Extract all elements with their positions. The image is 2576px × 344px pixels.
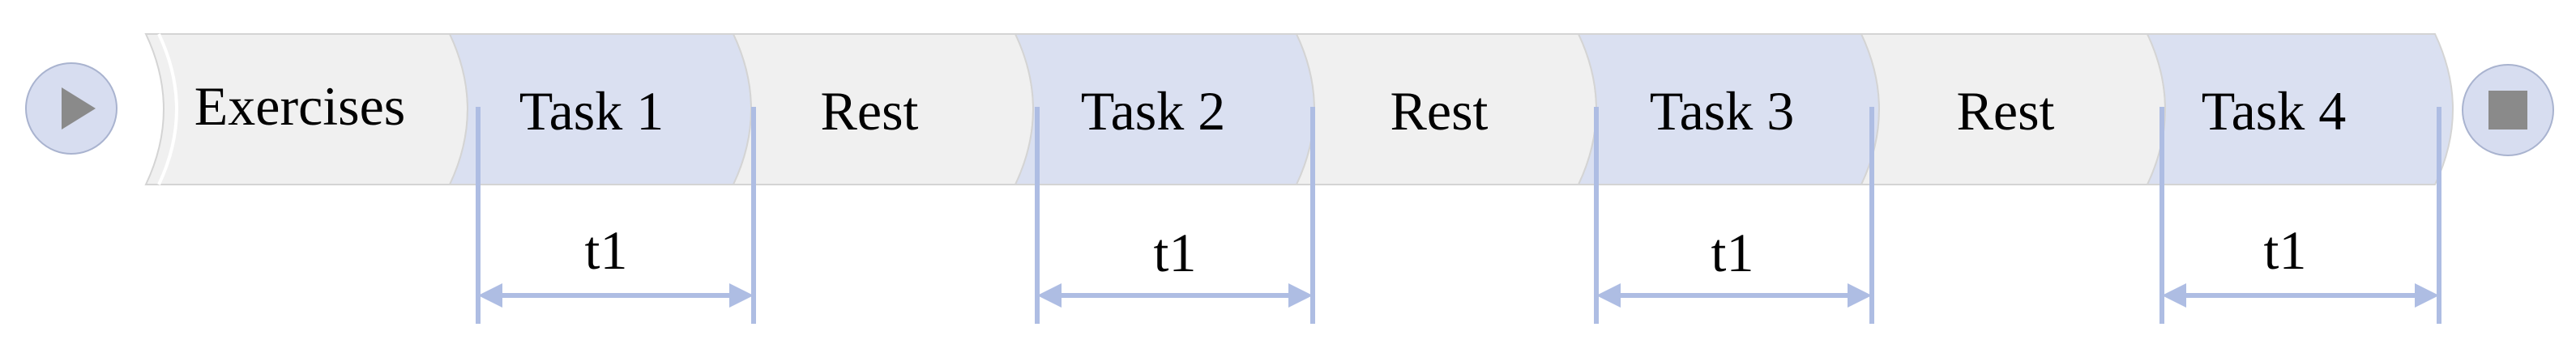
arrowhead-right-icon — [1288, 283, 1313, 308]
segment-label-rest-1: Rest — [821, 80, 919, 142]
stop-icon — [2488, 91, 2527, 130]
duration-labels: t1 t1 t1 t1 — [585, 219, 2307, 283]
arrowhead-left-icon — [478, 283, 502, 308]
segment-label-rest-2: Rest — [1391, 80, 1489, 142]
segment-label-rest-3: Rest — [1957, 80, 2055, 142]
duration-label-task-2: t1 — [1154, 222, 1197, 283]
arrowhead-left-icon — [1037, 283, 1062, 308]
duration-marker-task-3 — [1594, 107, 1874, 324]
segment-label-task-1: Task 1 — [519, 80, 664, 142]
stop-button[interactable] — [2462, 64, 2554, 156]
arrowhead-right-icon — [729, 283, 754, 308]
segment-label-task-4: Task 4 — [2202, 80, 2346, 142]
duration-marker-task-4 — [2159, 107, 2441, 324]
duration-markers — [476, 107, 2441, 324]
play-icon — [62, 87, 96, 130]
play-button[interactable] — [25, 62, 117, 155]
duration-label-task-1: t1 — [585, 219, 628, 281]
arrowhead-left-icon — [2162, 283, 2186, 308]
segment-edge-highlight — [157, 33, 178, 185]
segment-labels: Exercises Task 1 Rest Task 2 Rest Task 3… — [194, 75, 2346, 142]
segment-label-exercises: Exercises — [194, 75, 406, 137]
arrowhead-right-icon — [1848, 283, 1872, 308]
duration-marker-task-2 — [1035, 107, 1315, 324]
segment-label-task-3: Task 3 — [1650, 80, 1794, 142]
duration-label-task-3: t1 — [1711, 222, 1754, 283]
segment-strip — [144, 33, 2454, 185]
segment-label-task-2: Task 2 — [1081, 80, 1225, 142]
duration-marker-task-1 — [476, 107, 756, 324]
segment-task-4 — [2146, 33, 2454, 185]
arrowhead-left-icon — [1596, 283, 1621, 308]
duration-label-task-4: t1 — [2264, 219, 2307, 281]
arrowhead-right-icon — [2415, 283, 2439, 308]
